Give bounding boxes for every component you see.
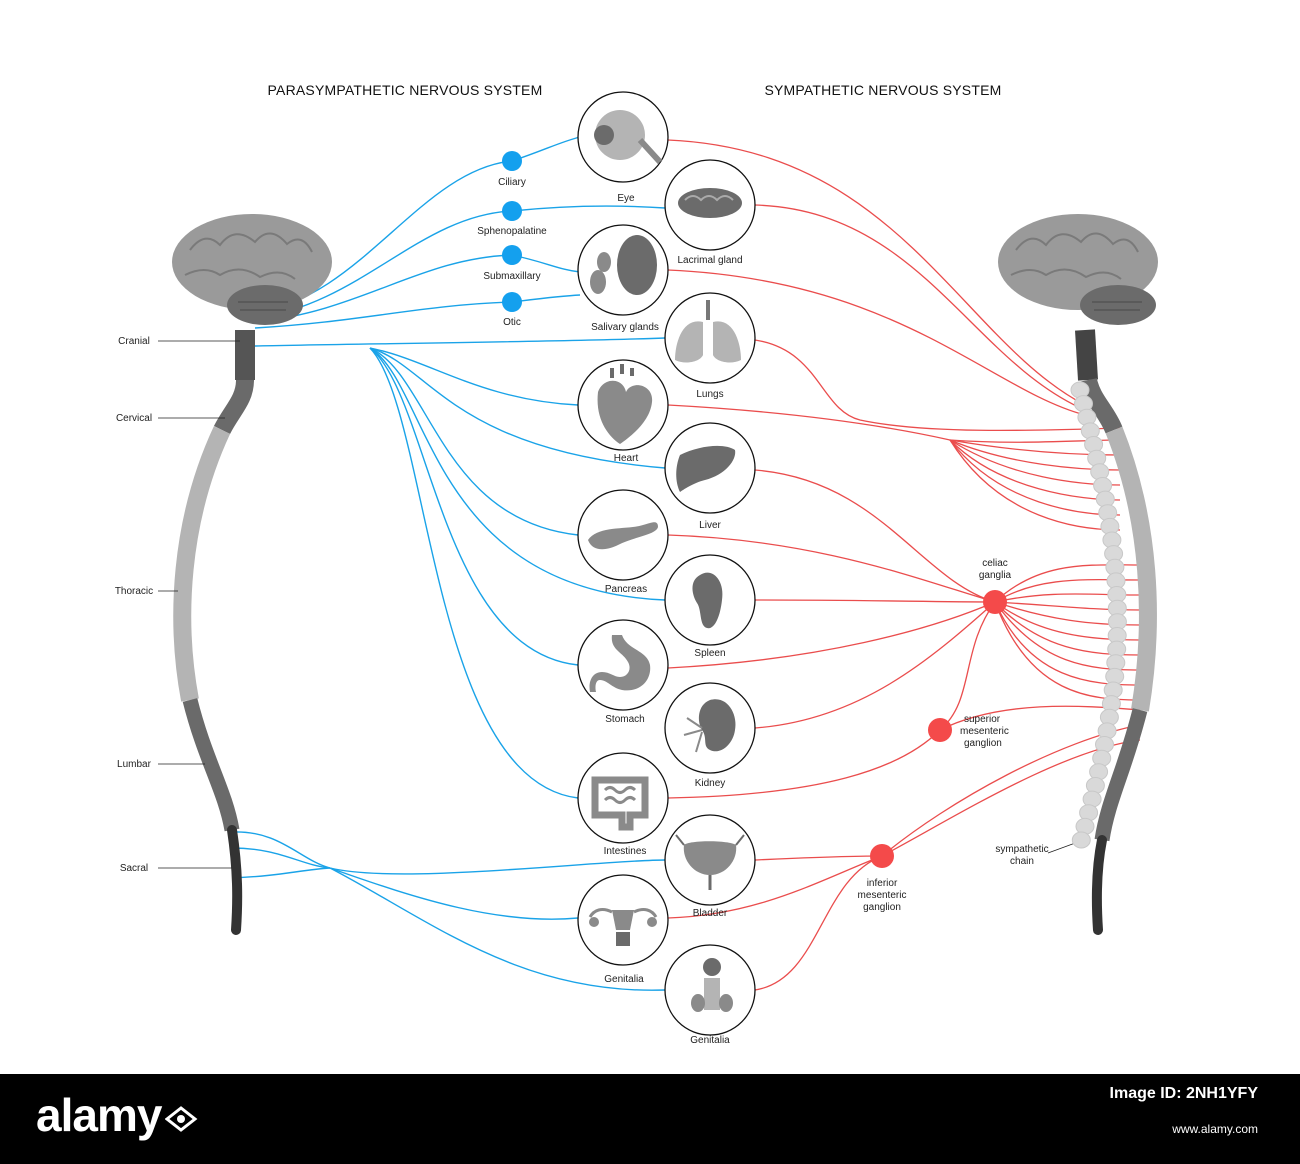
ciliary-label: Ciliary <box>498 177 526 188</box>
brand-name: alamy <box>36 1089 162 1141</box>
right-spinal-cord <box>1075 329 1157 935</box>
sphenopalatine-label: Sphenopalatine <box>477 226 547 237</box>
segment-cranial: Cranial <box>118 336 150 347</box>
organ-intestines: Intestines <box>577 752 669 857</box>
organ-bladder: Bladder <box>664 814 756 919</box>
segment-lumbar: Lumbar <box>117 759 152 770</box>
organ-label-lacrimal: Lacrimal gland <box>677 255 742 266</box>
organ-label-genitalia-1: Genitalia <box>604 974 644 985</box>
superior-mesenteric-ganglion <box>928 718 952 742</box>
footer-bar <box>0 1074 1300 1164</box>
organ-lungs: Lungs <box>664 292 756 400</box>
chain-bead <box>1084 436 1104 453</box>
site-url: www.alamy.com <box>1172 1122 1258 1136</box>
segment-sacral: Sacral <box>120 863 148 874</box>
submaxillary-ganglion <box>502 245 522 265</box>
segment-cervical: Cervical <box>116 413 152 424</box>
left-brain-icon <box>172 214 332 325</box>
chain-bead <box>1071 831 1091 849</box>
image-id: Image ID: 2NH1YFY <box>1109 1085 1258 1102</box>
organ-genitalia-female: Genitalia <box>577 874 669 985</box>
sphenopalatine-ganglion <box>502 201 522 221</box>
organ-stomach: Stomach <box>577 619 669 725</box>
nervous-system-diagram: PARASYMPATHETIC NERVOUS SYSTEM SYMPATHET… <box>115 82 1158 1046</box>
submaxillary-label: Submaxillary <box>483 271 540 282</box>
organ-eye: Eye <box>577 91 669 204</box>
left-spinal-cord: Cranial Cervical Thoracic Lumbar Sacral <box>115 330 255 935</box>
right-brain-icon <box>998 214 1158 325</box>
inferior-mesenteric-ganglion <box>870 844 894 868</box>
ciliary-ganglion <box>502 151 522 171</box>
parasympathetic-ganglia: Ciliary Sphenopalatine Submaxillary Otic <box>477 151 547 328</box>
chain-bead <box>1089 763 1109 781</box>
organ-pancreas: Pancreas <box>577 489 669 595</box>
brand-mark-icon <box>165 1105 198 1132</box>
organ-label-eye: Eye <box>617 193 635 204</box>
organ-label-lungs: Lungs <box>696 389 723 400</box>
sympathetic-chain <box>1070 381 1127 849</box>
parasympathetic-nerves <box>231 136 666 991</box>
celiac-ganglion <box>983 590 1007 614</box>
organ-label-kidney: Kidney <box>695 778 726 789</box>
organ-label-liver: Liver <box>699 520 721 531</box>
sympathetic-title: SYMPATHETIC NERVOUS SYSTEM <box>764 82 1001 98</box>
organ-label-bladder: Bladder <box>693 908 728 919</box>
organ-liver: Liver <box>664 422 756 531</box>
organ-spleen: Spleen <box>664 554 756 659</box>
organ-salivary-glands: Salivary glands <box>577 224 669 333</box>
organ-heart: Heart <box>577 359 669 464</box>
segment-thoracic: Thoracic <box>115 586 153 597</box>
organ-label-heart: Heart <box>614 453 639 464</box>
organ-label-genitalia-2: Genitalia <box>690 1035 730 1046</box>
organ-genitalia-male: Genitalia <box>664 944 756 1046</box>
organ-lacrimal-gland: Lacrimal gland <box>664 159 756 266</box>
otic-ganglion <box>502 292 522 312</box>
organ-label-spleen: Spleen <box>694 648 725 659</box>
organ-label-pancreas: Pancreas <box>605 584 647 595</box>
organ-label-salivary: Salivary glands <box>591 322 659 333</box>
brand-logo: alamy <box>36 1088 199 1142</box>
parasympathetic-title: PARASYMPATHETIC NERVOUS SYSTEM <box>268 82 543 98</box>
image-id-code: Image ID: 2NH1YFY <box>1109 1085 1258 1102</box>
organ-label-intestines: Intestines <box>604 846 647 857</box>
organ-label-stomach: Stomach <box>605 714 644 725</box>
otic-label: Otic <box>503 317 521 328</box>
organ-kidney: Kidney <box>664 682 756 789</box>
